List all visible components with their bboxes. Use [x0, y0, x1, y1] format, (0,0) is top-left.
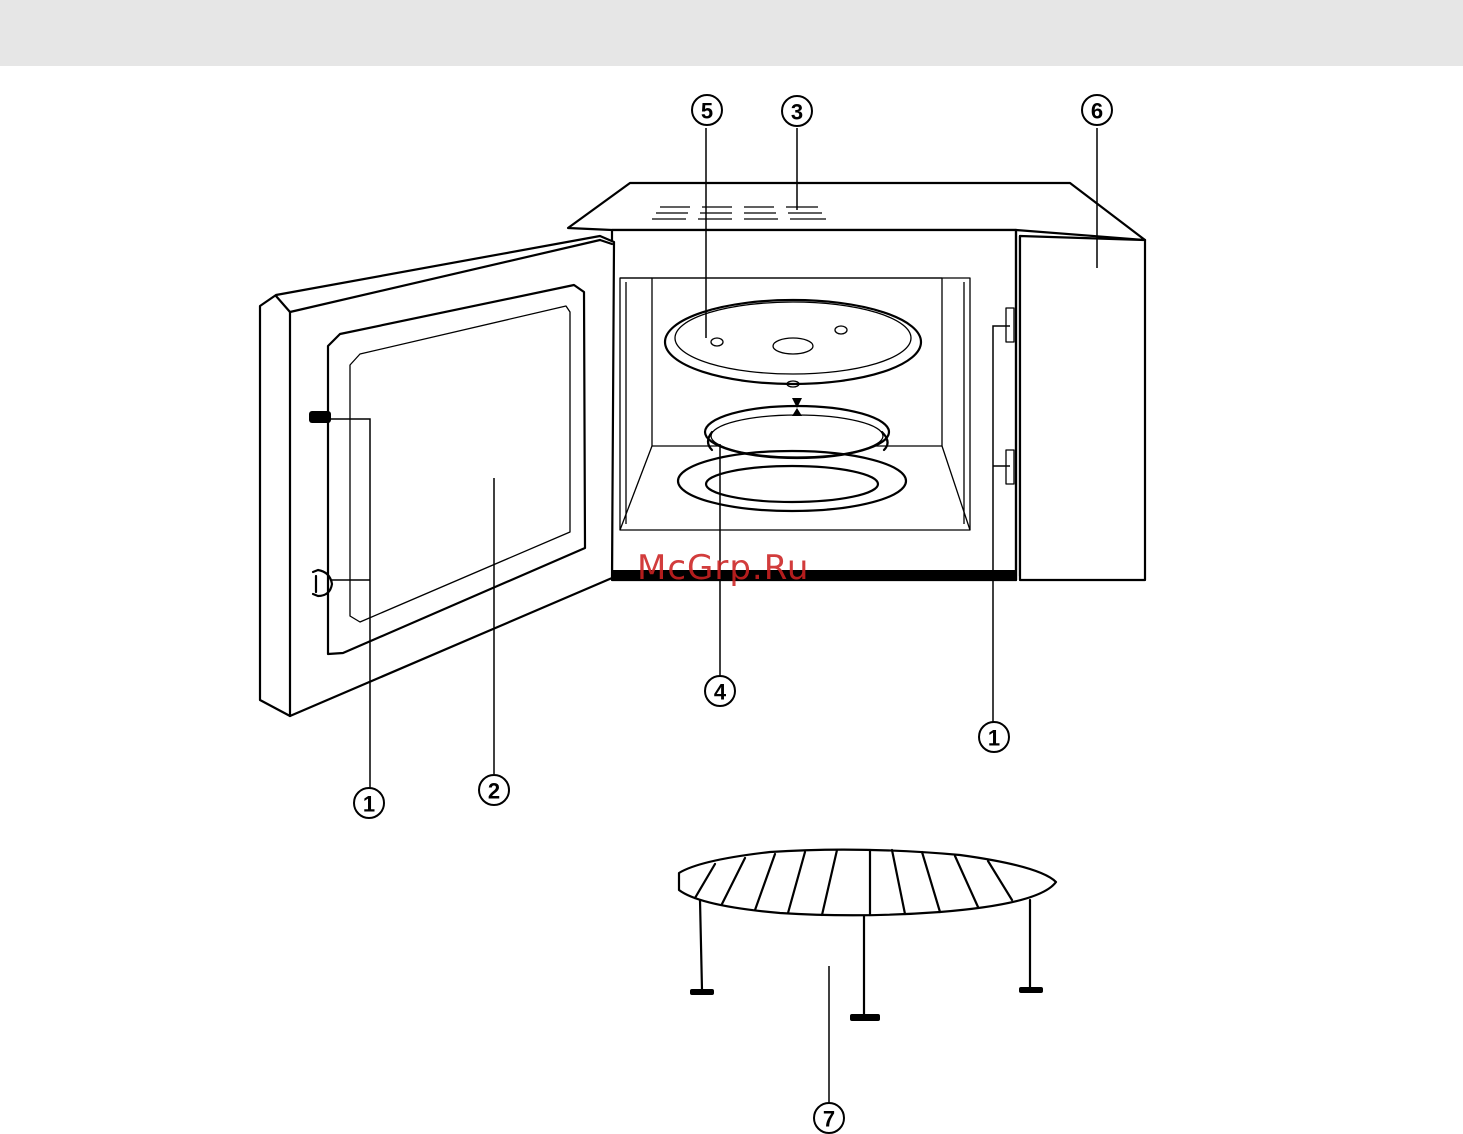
oven-front-frame	[612, 230, 1020, 580]
oven-door	[260, 236, 614, 716]
callout-label-1-left: 1	[363, 792, 375, 817]
callout-door-window: 2	[479, 775, 509, 805]
callout-rotating-ring: 4	[705, 676, 735, 706]
callout-control-panel: 6	[1082, 95, 1112, 125]
rack-legs	[700, 900, 1030, 1015]
callout-label-1-right: 1	[988, 726, 1000, 751]
callout-label-7: 7	[823, 1107, 835, 1132]
callout-label-4: 4	[714, 680, 727, 705]
callout-label-6: 6	[1091, 99, 1103, 124]
watermark: McGrp.Ru	[637, 548, 809, 588]
metal-rack	[679, 850, 1056, 1021]
callout-waveguide-cover: 3	[782, 96, 812, 126]
callout-metal-rack: 7	[814, 1103, 844, 1133]
callout-glass-tray: 5	[692, 95, 722, 125]
callout-door-latch-left: 1	[354, 788, 384, 818]
callout-door-latch-right: 1	[979, 722, 1009, 752]
control-panel	[1020, 236, 1145, 580]
callout-label-5: 5	[701, 99, 713, 124]
callout-label-2: 2	[488, 779, 500, 804]
callout-label-3: 3	[791, 100, 803, 125]
